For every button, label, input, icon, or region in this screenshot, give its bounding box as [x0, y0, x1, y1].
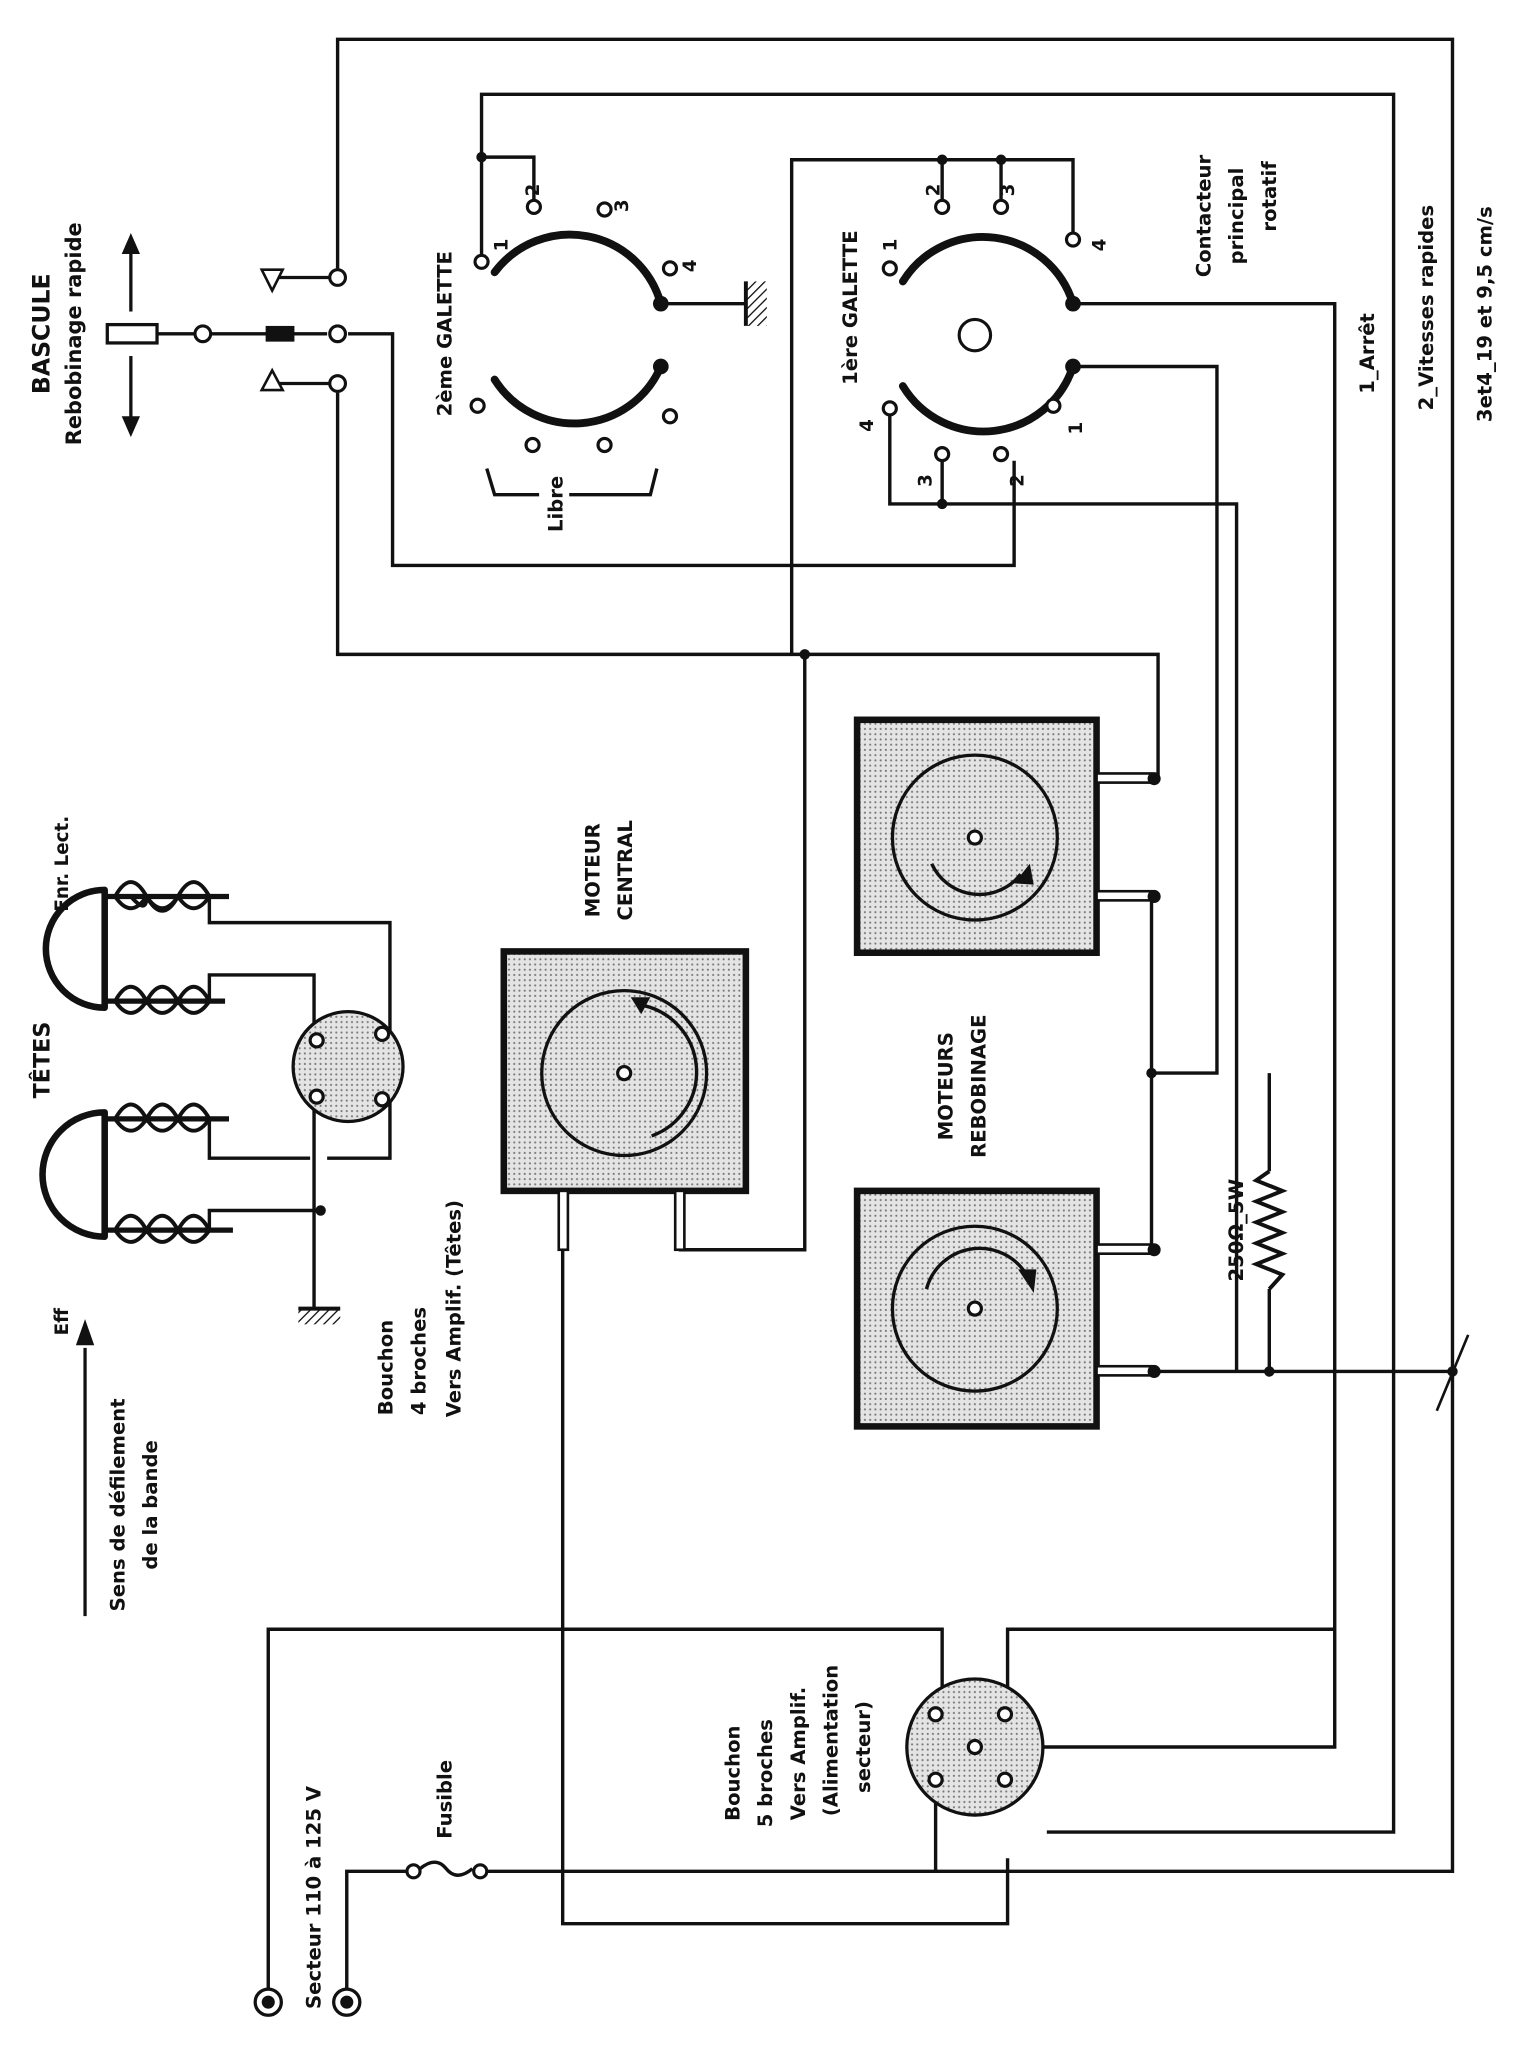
galette-1-title: 1ère GALETTE: [839, 230, 862, 385]
arrow-up-icon: [75, 1319, 95, 1346]
contact-label: 1: [880, 239, 901, 252]
tape-direction: Sens de défilement de la bande: [75, 1319, 162, 1617]
position-2-label: 2_Vitesses rapides: [1415, 205, 1438, 411]
plug-4-pin-icon: [291, 1009, 405, 1124]
rec-play-label: Enr. Lect.: [52, 816, 73, 912]
mains-input: Secteur 110 à 125 V Fusible: [253, 1760, 489, 2017]
plug-5-line: 5 broches: [754, 1719, 777, 1827]
contact-label: 4: [857, 419, 878, 432]
bascule-title: BASCULE: [28, 273, 56, 394]
position-1-label: 1_Arrêt: [1356, 313, 1379, 394]
contact-label: 3: [916, 474, 937, 487]
contact-label: 2: [1007, 474, 1028, 487]
double-arrow-icon: [121, 233, 141, 438]
mains-terminal-icon: [253, 1987, 283, 2017]
plug-4-label: Bouchon 4 broches Vers Amplif. (Têtes): [375, 1200, 466, 1417]
mains-label: Secteur 110 à 125 V: [303, 1785, 326, 2009]
bascule-subtitle: Rebobinage rapide: [62, 222, 86, 445]
heads-title: TÊTES: [28, 1022, 56, 1099]
ground-icon: [743, 281, 767, 326]
plug-5-line: secteur): [852, 1701, 875, 1793]
contacteur-line: Contacteur: [1192, 155, 1215, 278]
moteurs-rebobinage-label: MOTEURS REBOBINAGE: [935, 1014, 991, 1157]
erase-label: Eff: [52, 1308, 73, 1335]
fuse-label: Fusible: [433, 1760, 456, 1839]
plug-5-label: Bouchon 5 broches Vers Amplif. (Alimenta…: [721, 1665, 875, 1828]
tape-direction-line: Sens de défilement: [106, 1398, 129, 1611]
plug-4-line: Vers Amplif. (Têtes): [443, 1200, 466, 1417]
plug-5-line: (Alimentation: [819, 1665, 842, 1816]
resistor-icon: [1250, 1169, 1288, 1291]
moteur-central: MOTEUR CENTRAL: [500, 820, 750, 1252]
contacteur-label: Contacteur principal rotatif: [1192, 155, 1280, 278]
tape-heads: TÊTES Enr. Lect. Eff: [28, 816, 405, 1335]
contact-label: 2: [924, 184, 945, 197]
contact-label: 1: [492, 239, 513, 252]
contacteur-line: rotatif: [1258, 161, 1281, 232]
rec-play-head-icon: [42, 880, 229, 1015]
galette-2-title: 2ème GALETTE: [433, 251, 456, 416]
contact-label: 3: [612, 199, 633, 212]
toggle-lever: [105, 322, 159, 345]
resistor-label: 250Ω_5W: [1225, 1178, 1248, 1281]
contact-label: 4: [1090, 239, 1111, 252]
motor-label: MOTEUR: [581, 823, 604, 917]
rotation-arrow-icon: [924, 1246, 1029, 1290]
resistor: 250Ω_5W: [1225, 1169, 1288, 1291]
plug-5-pin: [905, 1677, 1045, 1817]
erase-head-icon: [39, 1102, 233, 1244]
moteur-rebobinage-2: [853, 1187, 1161, 1430]
tape-direction-line: de la bande: [139, 1440, 162, 1570]
bascule-switch: BASCULE Rebobinage rapide: [28, 222, 348, 445]
galette-2: 2ème GALETTE 1 2 3 4 Libre: [433, 184, 767, 532]
contact-label: 4: [680, 260, 701, 273]
contact-label: 3: [998, 184, 1019, 197]
ground-icon: [298, 1306, 341, 1325]
contact-label: 1: [1066, 422, 1087, 435]
plug-4-line: 4 broches: [407, 1307, 430, 1415]
motor-label: REBOBINAGE: [967, 1014, 990, 1157]
free-label: Libre: [545, 476, 568, 532]
mains-terminal-icon: [332, 1987, 362, 2017]
rotation-arrow-icon: [640, 1003, 699, 1138]
plug-4-line: Bouchon: [375, 1320, 398, 1415]
rotation-arrow-icon: [930, 863, 1023, 897]
motor-label: CENTRAL: [614, 820, 637, 920]
contacteur-line: principal: [1225, 168, 1248, 265]
plug-5-line: Vers Amplif.: [787, 1687, 810, 1821]
position-3-label: 3et4_19 et 9,5 cm/s: [1474, 206, 1497, 422]
wiring: [266, 37, 1470, 1990]
motor-label: MOTEURS: [935, 1032, 958, 1140]
moteur-rebobinage-1: [853, 716, 1161, 956]
galette-1: 1ère GALETTE 1 2 3 4 4 3 2 1: [839, 184, 1111, 487]
plug-5-line: Bouchon: [721, 1725, 744, 1820]
contact-label: 2: [523, 184, 544, 197]
fuse-icon: [405, 1860, 489, 1880]
